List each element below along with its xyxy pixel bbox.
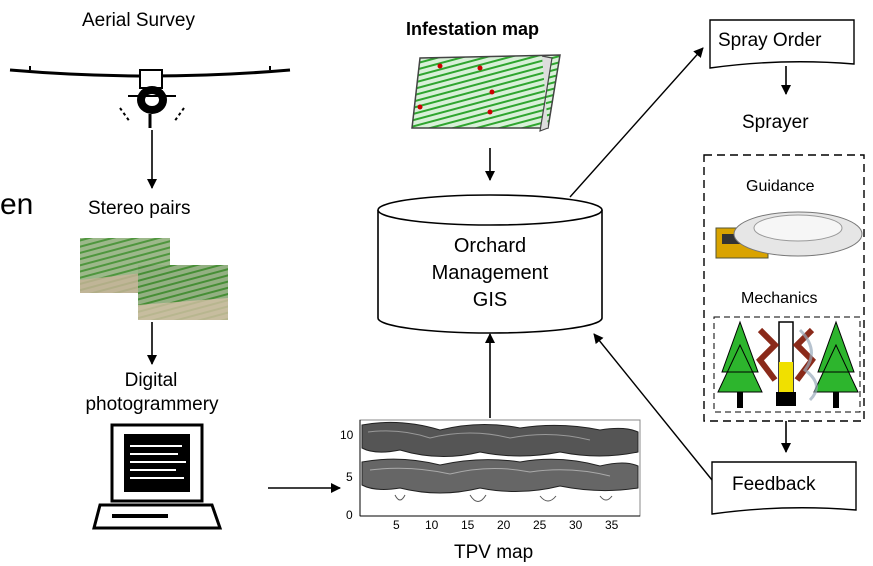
sprayer-label: Sprayer	[742, 112, 809, 133]
digital-photogrammetry-label-line1: Digital	[124, 370, 178, 391]
arrow-gis-to-spray-order	[569, 47, 704, 198]
tpv-y-tick-10: 10	[340, 428, 354, 442]
spray-order-box	[709, 19, 855, 69]
gis-label-line1: Orchard	[453, 235, 527, 257]
guidance-label: Guidance	[746, 178, 815, 195]
tpv-y-tick-0: 0	[346, 508, 353, 522]
tpv-x-tick-20: 20	[497, 518, 511, 532]
tpv-x-tick-15: 15	[461, 518, 475, 532]
mechanics-label: Mechanics	[741, 290, 818, 307]
digital-photogrammetry-label-line2: photogrammery	[85, 394, 219, 415]
tpv-map-label: TPV map	[454, 542, 534, 563]
computer-icon	[92, 423, 223, 530]
guidance-device-image	[715, 211, 863, 259]
gis-label-line3: GIS	[472, 289, 508, 311]
mechanics-image	[713, 316, 861, 413]
aerial-survey-label: Aerial Survey	[82, 10, 195, 31]
sprayer-dashed-group	[703, 154, 865, 422]
feedback-label: Feedback	[732, 474, 816, 495]
tpv-y-tick-5: 5	[346, 470, 353, 484]
arrow-feedback-to-gis	[593, 333, 713, 481]
spray-order-label: Spray Order	[718, 30, 822, 51]
stereo-pairs-label: Stereo pairs	[88, 198, 191, 219]
gis-database-cylinder	[377, 194, 603, 334]
tpv-x-tick-10: 10	[425, 518, 439, 532]
tpv-x-tick-5: 5	[393, 518, 400, 532]
feedback-box	[711, 461, 857, 515]
infestation-map-label: Infestation map	[406, 19, 540, 39]
tpv-x-tick-35: 35	[605, 518, 619, 532]
infestation-map-image	[411, 54, 561, 132]
gis-label-line2: Management	[431, 262, 549, 284]
tpv-x-tick-30: 30	[569, 518, 583, 532]
edge-fragment-text: en	[0, 188, 34, 221]
tpv-map-chart	[359, 419, 641, 517]
airplane-icon	[9, 66, 291, 128]
stereo-pair-images	[80, 238, 228, 320]
tpv-x-tick-25: 25	[533, 518, 547, 532]
